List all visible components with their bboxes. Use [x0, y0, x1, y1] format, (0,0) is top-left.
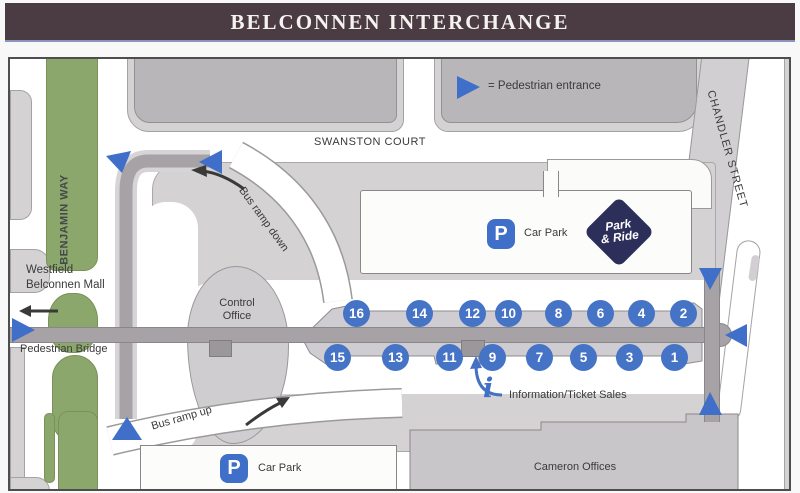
bus-ramp-down-arrow	[191, 165, 245, 191]
information-icon: i	[483, 373, 494, 404]
pedestrian-bridge-label: Pedestrian Bridge	[20, 343, 108, 355]
bus-ramp-down-road-surface	[229, 143, 352, 303]
platform-16-marker: 16	[343, 300, 370, 327]
information-label: Information/Ticket Sales	[509, 389, 627, 401]
road-island	[10, 347, 25, 489]
pedestrian-entrance-icon	[106, 151, 131, 173]
platform-4-marker: 4	[628, 300, 655, 327]
westfield-line1: Westfield	[26, 264, 74, 276]
map-canvas: P Car Park Park & Ride	[8, 57, 791, 491]
platform-3-marker: 3	[616, 344, 643, 371]
car-park-label: Car Park	[524, 227, 568, 239]
pedestrian-entrance-icon	[112, 417, 142, 440]
pedestrian-entrance-icon	[699, 268, 722, 290]
median-garden	[48, 293, 98, 353]
city-block	[441, 59, 697, 123]
east-walkway-leg	[704, 269, 720, 422]
map-symbols	[12, 76, 747, 440]
platform-2-marker: 2	[670, 300, 697, 327]
platform-1-marker: 1	[661, 344, 688, 371]
car-park-lower-label: Car Park	[258, 462, 302, 474]
median-garden	[58, 411, 98, 489]
control-office-label: Control Office	[197, 297, 277, 323]
car-park-entry-slot	[543, 171, 559, 197]
road-island	[10, 90, 32, 220]
platform-13-marker: 13	[382, 344, 409, 371]
pedestrian-entrance-icon	[199, 150, 222, 174]
pedestrian-entrance-icon	[725, 324, 747, 347]
platform-9-marker: 9	[479, 344, 506, 371]
parking-icon: P	[487, 219, 515, 249]
car-park-building-bottom	[140, 445, 397, 489]
parking-icon: P	[220, 454, 248, 483]
cameron-offices-label: Cameron Offices	[533, 461, 617, 473]
platform-7-marker: 7	[526, 344, 553, 371]
pedestrian-bridge-bar	[10, 327, 718, 343]
control-line2: Office	[222, 310, 252, 322]
platform-14-marker: 14	[406, 300, 433, 327]
bus-ramp-structure	[119, 154, 210, 419]
platform-5-marker: 5	[570, 344, 597, 371]
bus-ramp-up-arrow	[245, 397, 290, 427]
map-edge-strip	[784, 59, 789, 489]
information-pointer-arrow	[470, 356, 503, 397]
platform-12-marker: 12	[459, 300, 486, 327]
cameron-offices-building	[409, 413, 739, 489]
pedestrian-entrance-icon	[699, 392, 722, 415]
pedestrian-entrance-icon	[457, 76, 480, 99]
city-block	[134, 59, 397, 123]
swanston-court-label: SWANSTON COURT	[314, 136, 426, 148]
platform-8-marker: 8	[545, 300, 572, 327]
westfield-direction-arrow	[19, 305, 58, 317]
page-title: BELCONNEN INTERCHANGE	[5, 3, 795, 40]
bus-ramp-up-road-surface	[106, 389, 403, 455]
platform-11-marker: 11	[436, 344, 463, 371]
platform-6-marker: 6	[587, 300, 614, 327]
legend-entrance-label: = Pedestrian entrance	[488, 80, 601, 92]
westfield-line2: Belconnen Mall	[26, 279, 105, 291]
control-line1: Control	[219, 297, 255, 309]
platform-10-marker: 10	[495, 300, 522, 327]
road-island	[10, 249, 50, 293]
median-garden	[44, 413, 55, 483]
westfield-mall-label: Westfield Belconnen Mall	[26, 263, 105, 293]
control-office-kiosk	[209, 340, 232, 357]
platform-15-marker: 15	[324, 344, 351, 371]
benjamin-way-median	[46, 59, 98, 271]
pedestrian-entrance-icon	[12, 318, 35, 342]
